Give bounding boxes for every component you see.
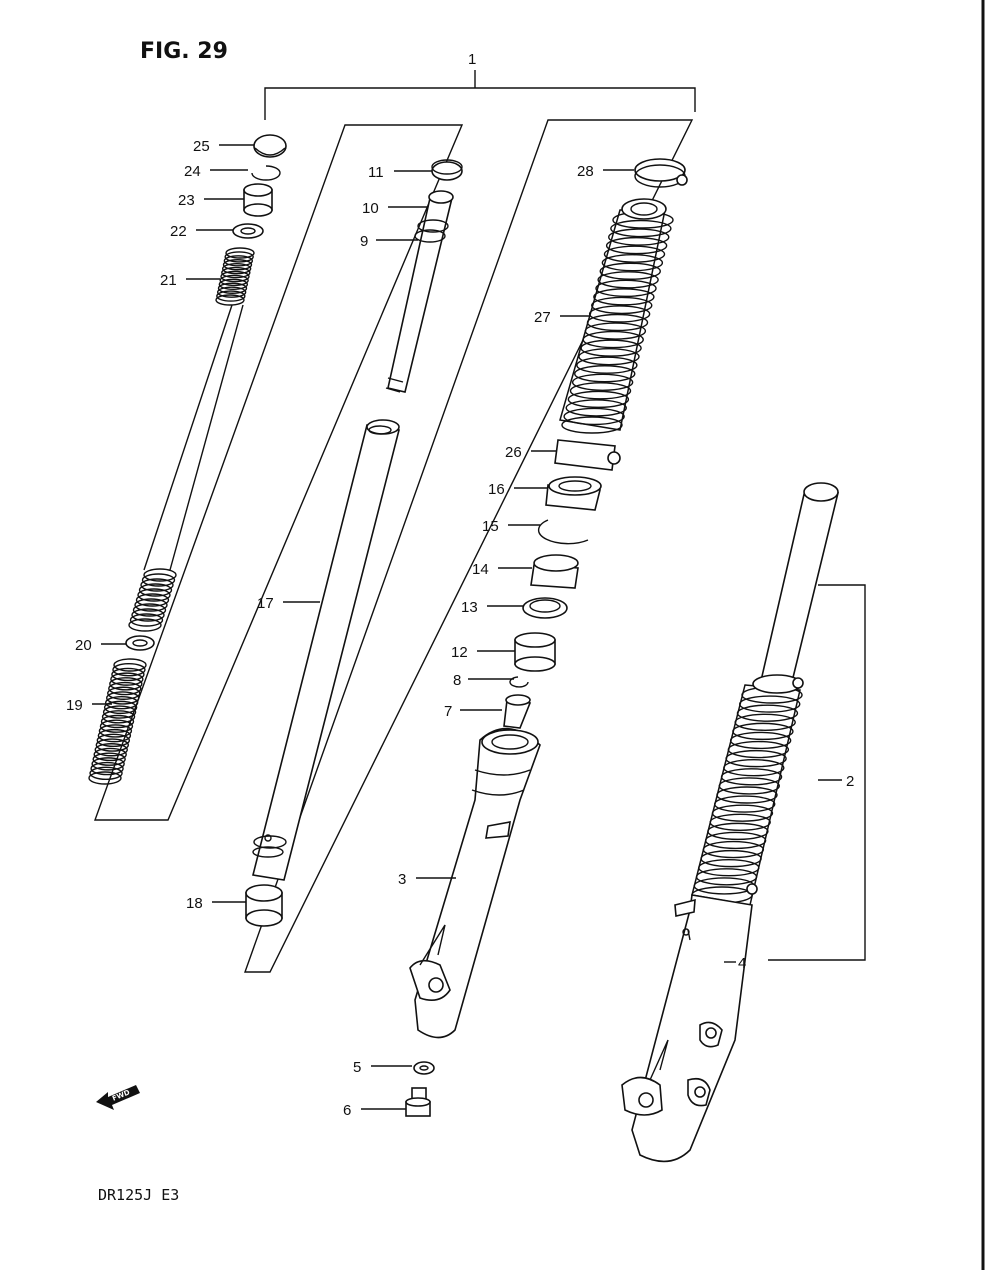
- callout-3: 3: [398, 871, 406, 888]
- callout-16: 16: [488, 481, 505, 498]
- callout-18: 18: [186, 895, 203, 912]
- callout-1: 1: [468, 51, 476, 68]
- figure-title: FIG. 29: [140, 39, 228, 64]
- callout-19: 19: [66, 697, 83, 714]
- callout-2: 2: [846, 773, 854, 790]
- callout-24: 24: [184, 163, 201, 180]
- spring-group-frame: [94, 124, 464, 821]
- callout-27: 27: [534, 309, 551, 326]
- callout-21: 21: [160, 272, 177, 289]
- callout-28: 28: [577, 163, 594, 180]
- callout-10: 10: [362, 200, 379, 217]
- parts-spring-group: [125, 134, 287, 651]
- callout-17: 17: [257, 595, 274, 612]
- callout-6: 6: [343, 1102, 351, 1119]
- callout-4: 4: [738, 955, 746, 972]
- callout-23: 23: [178, 192, 195, 209]
- assembly-bracket: [264, 70, 696, 120]
- callout-20: 20: [75, 637, 92, 654]
- callout-8: 8: [453, 672, 461, 689]
- callout-11: 11: [368, 164, 384, 181]
- parts-outer-tube-group: [405, 158, 688, 1117]
- parts-inner-tube-group: [245, 159, 463, 927]
- callout-22: 22: [170, 223, 187, 240]
- callout-25: 25: [193, 138, 210, 155]
- callout-7: 7: [444, 703, 452, 720]
- fwd-arrow-icon: FWD: [96, 1085, 140, 1110]
- callout-12: 12: [451, 644, 468, 661]
- callout-labels: 1234567891011121314151617181920212223242…: [66, 51, 854, 1119]
- callout-14: 14: [472, 561, 489, 578]
- callout-15: 15: [482, 518, 499, 535]
- spring-coils: [88, 247, 255, 785]
- parts-complete-fork: [621, 482, 839, 1163]
- callout-26: 26: [505, 444, 522, 461]
- callout-13: 13: [461, 599, 478, 616]
- callout-9: 9: [360, 233, 368, 250]
- callout-5: 5: [353, 1059, 361, 1076]
- model-code: DR125J E3: [98, 1186, 179, 1204]
- inner-tube-group-frame: [244, 119, 694, 973]
- outer-tube-group-frame: [768, 584, 866, 961]
